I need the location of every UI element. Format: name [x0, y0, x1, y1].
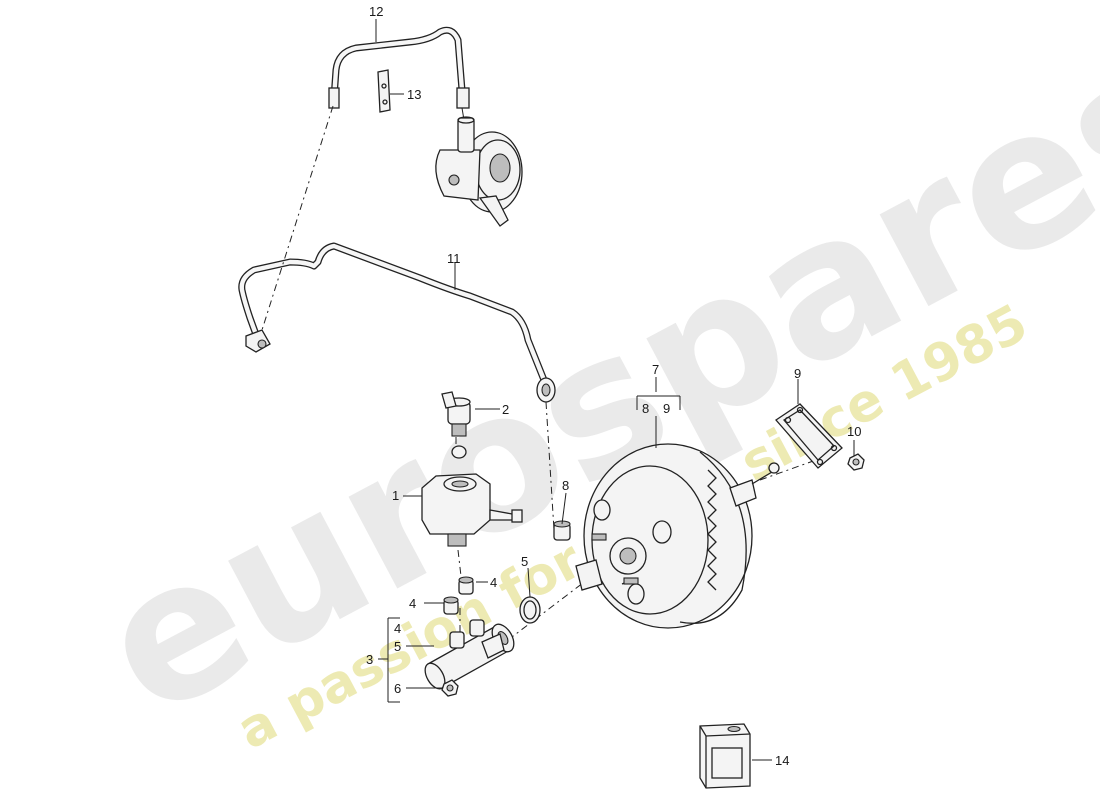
- callout-5-kit: 5: [394, 639, 401, 654]
- fluid-reservoir-1: [421, 473, 523, 547]
- bracket-13: [377, 69, 391, 113]
- brake-line-11: [238, 242, 556, 403]
- callout-4-lower: 4: [409, 596, 416, 611]
- vacuum-pump: [435, 116, 523, 227]
- seal-ring-5: [519, 596, 541, 624]
- callout-9-gasket: 9: [794, 366, 801, 381]
- brake-booster-7: [575, 443, 780, 629]
- grommets-4: [443, 576, 474, 615]
- callout-11: 11: [447, 251, 461, 266]
- callout-4-upper: 4: [490, 575, 497, 590]
- callout-6: 6: [394, 681, 401, 696]
- callout-5-seal: 5: [521, 554, 528, 569]
- nut-6: [441, 679, 459, 697]
- callout-1: 1: [392, 488, 399, 503]
- callout-13: 13: [407, 87, 421, 102]
- master-cylinder-3: [424, 619, 515, 690]
- callout-4-kit: 4: [394, 621, 401, 636]
- callout-10: 10: [847, 424, 861, 439]
- callout-14: 14: [775, 753, 789, 768]
- vacuum-hose-12: [328, 26, 470, 121]
- leader-lines: [375, 19, 855, 761]
- callout-12: 12: [369, 4, 383, 19]
- watermark: eurospares a passion for parts since 198…: [67, 1, 1100, 762]
- reservoir-cap-2: [441, 391, 471, 459]
- callout-3: 3: [366, 652, 373, 667]
- callout-8-grommet: 8: [562, 478, 569, 493]
- callout-8-kit: 8: [642, 401, 649, 416]
- callout-labels: 12 13 11 2 1 8 4 4 5 3 4 5 6 7 8 9 9 10 …: [366, 4, 861, 768]
- fluid-can-14: [699, 723, 751, 789]
- callout-2: 2: [502, 402, 509, 417]
- gasket-9: [775, 403, 843, 469]
- nut-10: [847, 453, 865, 471]
- callout-9-kit: 9: [663, 401, 670, 416]
- callout-7: 7: [652, 362, 659, 377]
